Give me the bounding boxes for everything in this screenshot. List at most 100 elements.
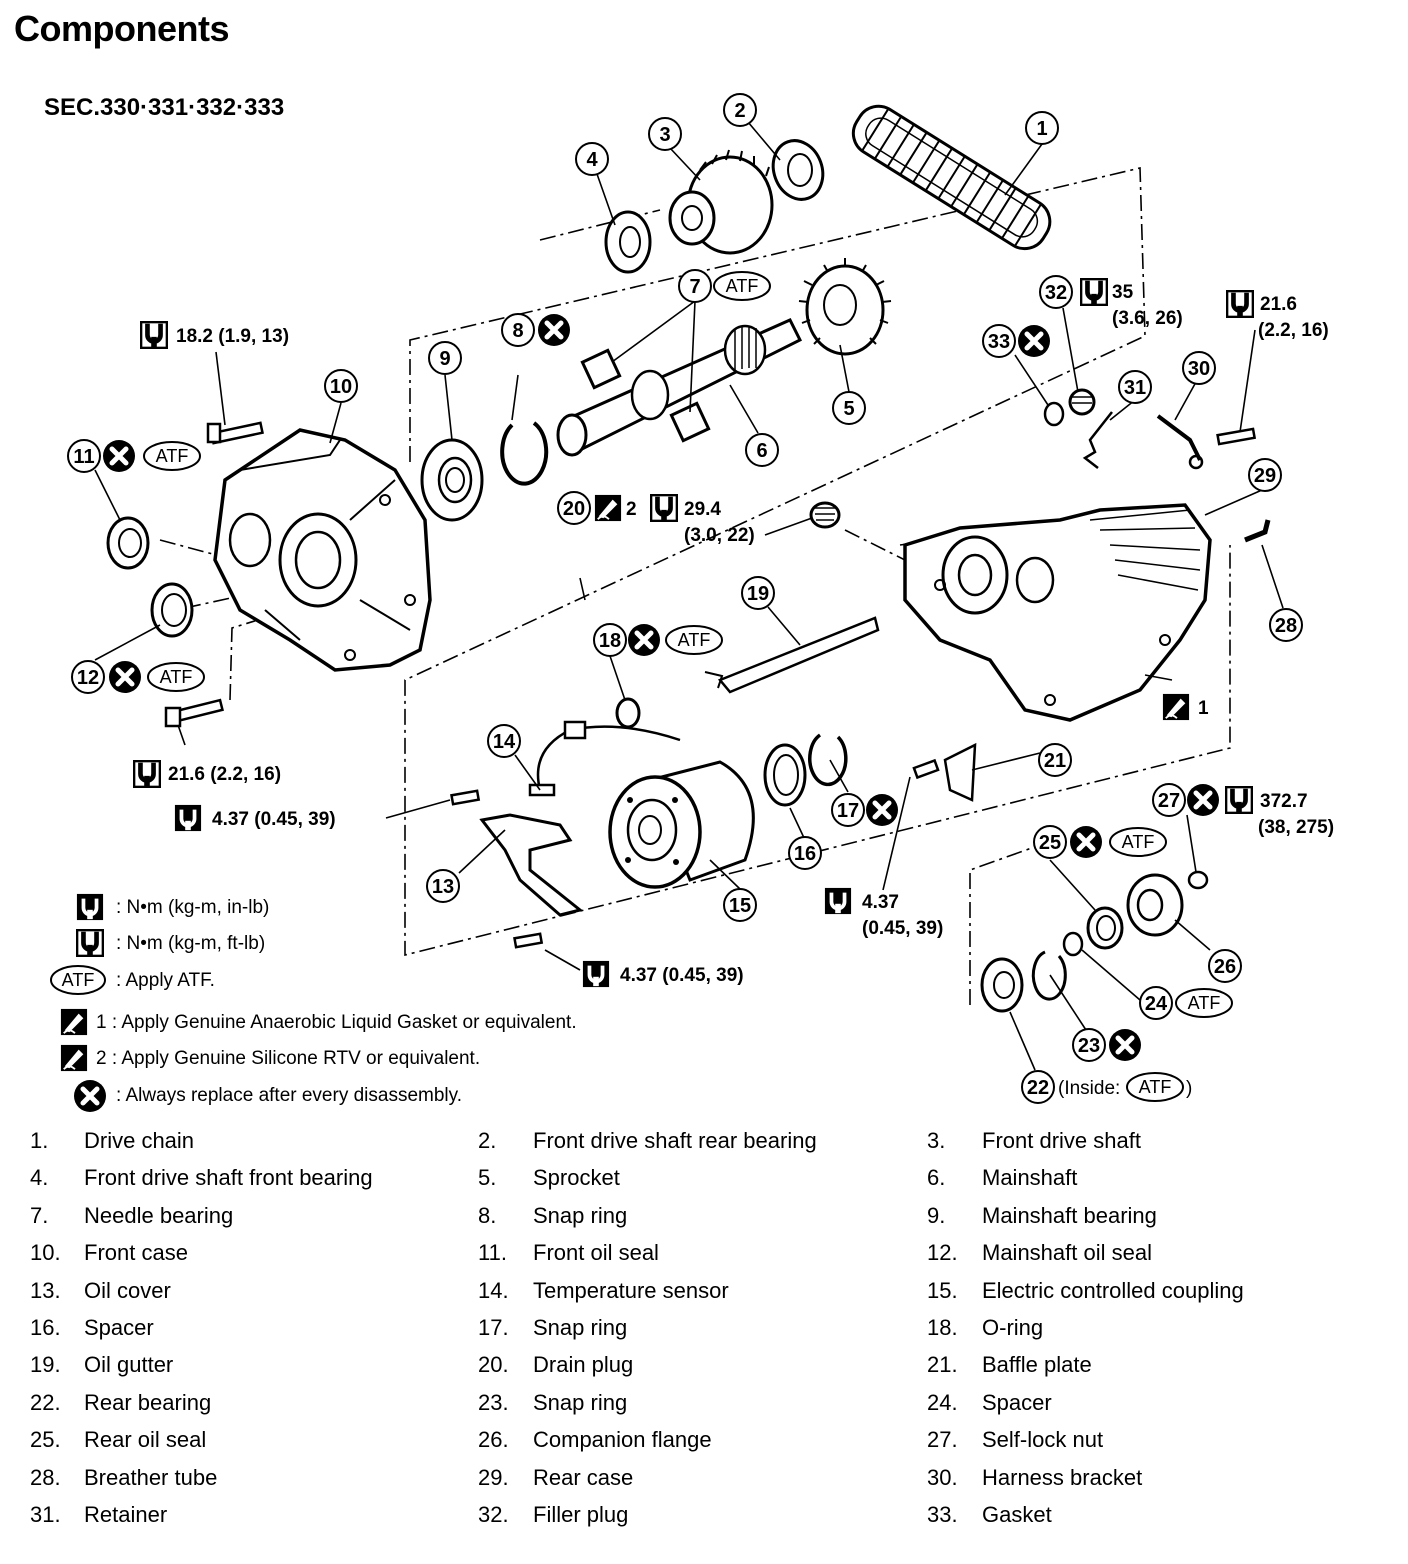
part-name: Baffle plate: [982, 1352, 1092, 1378]
part-needle-bearing: [580, 348, 711, 443]
callout-1: 1: [1025, 111, 1059, 145]
part-number: 6.: [927, 1165, 946, 1191]
replace-icon: [866, 794, 898, 826]
part-breather-tube: [1244, 519, 1271, 543]
callout-30: 30: [1182, 351, 1216, 385]
svg-text:35: 35: [1112, 282, 1134, 303]
callout-17: 17: [831, 793, 865, 827]
part-number: 15.: [927, 1277, 958, 1303]
part-rear-case: [903, 503, 1212, 722]
part-mainshaft: [556, 318, 803, 457]
part-number: 23.: [478, 1389, 509, 1415]
part-number: 20.: [478, 1352, 509, 1378]
part-temperature-sensor: [528, 720, 681, 797]
part-number: 5.: [478, 1165, 497, 1191]
part-number: 11.: [478, 1240, 507, 1266]
svg-text:13: 13: [432, 876, 454, 898]
callout-9: 9: [428, 341, 462, 375]
part-number: 25.: [30, 1427, 61, 1453]
svg-text:29.4: 29.4: [684, 499, 721, 520]
callout-21: 21: [1038, 743, 1072, 777]
svg-text:9: 9: [439, 348, 450, 370]
torque-ftlb-icon: [134, 761, 160, 787]
part-number: 24.: [927, 1389, 958, 1415]
part-number: 4.: [30, 1165, 49, 1191]
atf-badge: ATF: [1175, 988, 1233, 1018]
callout-28: 28: [1269, 608, 1303, 642]
svg-text:21.6: 21.6: [1260, 294, 1297, 315]
svg-text:33: 33: [988, 331, 1010, 353]
svg-text:26: 26: [1214, 956, 1236, 978]
part-name: Front drive shaft front bearing: [84, 1165, 373, 1191]
section-code: SEC.330·331·332·333: [44, 94, 285, 121]
part-electric-coupling: [608, 760, 755, 889]
part-number: 33.: [927, 1502, 958, 1527]
part-front-drive-shaft: [668, 149, 774, 255]
svg-text:12: 12: [77, 667, 99, 689]
page-title: Components: [14, 8, 230, 49]
part-name: Self-lock nut: [982, 1427, 1104, 1453]
torque-ftlb-icon: [1226, 787, 1252, 813]
part-number: 14.: [478, 1277, 509, 1303]
svg-text:21: 21: [1044, 750, 1066, 772]
callout-15: 15: [723, 888, 757, 922]
leader-lines: [94, 121, 1284, 1071]
svg-text:20: 20: [563, 498, 585, 520]
svg-text:31: 31: [1124, 377, 1146, 399]
part-name: Electric controlled coupling: [982, 1277, 1244, 1303]
part-number: 31.: [30, 1502, 61, 1527]
part-name: Rear case: [533, 1464, 634, 1490]
svg-text:14: 14: [493, 731, 516, 753]
svg-text:3: 3: [659, 124, 670, 146]
callout-14: 14: [487, 724, 521, 758]
torque-labels: 35 (3.6, 26) 21.6 (2.2, 16) 18.2 (1.9, 1…: [134, 279, 1334, 1099]
part-name: Companion flange: [533, 1427, 712, 1453]
svg-text:: N•m (kg-m, ft-lb): : N•m (kg-m, ft-lb): [116, 933, 265, 954]
part-gasket-33: [1043, 401, 1065, 427]
svg-text:4: 4: [586, 149, 598, 171]
part-name: Spacer: [982, 1389, 1052, 1415]
part-name: Snap ring: [533, 1315, 628, 1340]
replace-icon: [1070, 826, 1102, 858]
callout-22: 22: [1021, 1070, 1055, 1104]
torque-ftlb-icon: [1227, 291, 1253, 317]
callout-29: 29: [1248, 458, 1282, 492]
svg-text:24: 24: [1145, 993, 1168, 1015]
exploded-diagram: 1 2 3 4 5 6 7 8 9 10 11 12 13 14 15 16 1…: [50, 93, 1334, 1130]
svg-text:(3.6, 26): (3.6, 26): [1112, 308, 1183, 329]
callout-10: 10: [324, 369, 358, 403]
part-number: 3.: [927, 1128, 946, 1153]
svg-text:1: 1: [1198, 698, 1209, 719]
part-bolt-14: [450, 789, 481, 806]
svg-text:17: 17: [837, 800, 859, 822]
svg-text:ATF: ATF: [156, 446, 189, 466]
callout-27: 27: [1152, 783, 1186, 817]
svg-text:18.2 (1.9, 13): 18.2 (1.9, 13): [176, 326, 289, 347]
svg-text:30: 30: [1188, 358, 1210, 380]
part-number: 22.: [30, 1389, 61, 1415]
part-name: Oil gutter: [84, 1352, 174, 1378]
svg-text:2: 2: [626, 499, 637, 520]
part-name: Drain plug: [533, 1352, 634, 1378]
svg-text:): ): [1186, 1078, 1192, 1099]
part-number: 30.: [927, 1464, 958, 1490]
callout-12: 12: [71, 660, 105, 694]
part-name: Oil cover: [84, 1277, 171, 1303]
svg-text:25: 25: [1039, 832, 1061, 854]
atf-badge: ATF: [665, 625, 723, 655]
svg-text:(3.0, 22): (3.0, 22): [684, 525, 755, 546]
part-drive-chain: [851, 104, 1052, 251]
part-number: 7.: [30, 1202, 49, 1228]
part-bolt-front: [206, 421, 264, 445]
part-bolt-13: [513, 932, 544, 949]
atf-badge: ATF: [147, 662, 205, 692]
replace-icon: [109, 661, 141, 693]
torque-ftlb-icon: [77, 930, 103, 956]
callout-23: 23: [1072, 1028, 1106, 1062]
svg-text:2: 2: [734, 100, 745, 122]
liquid-gasket-icon: [60, 1008, 88, 1036]
part-name: Needle bearing: [84, 1202, 234, 1228]
svg-text:ATF: ATF: [1122, 832, 1155, 852]
part-number: 21.: [927, 1352, 958, 1378]
svg-text:1 : Apply Genuine Anaerobic Li: 1 : Apply Genuine Anaerobic Liquid Gaske…: [96, 1012, 577, 1033]
